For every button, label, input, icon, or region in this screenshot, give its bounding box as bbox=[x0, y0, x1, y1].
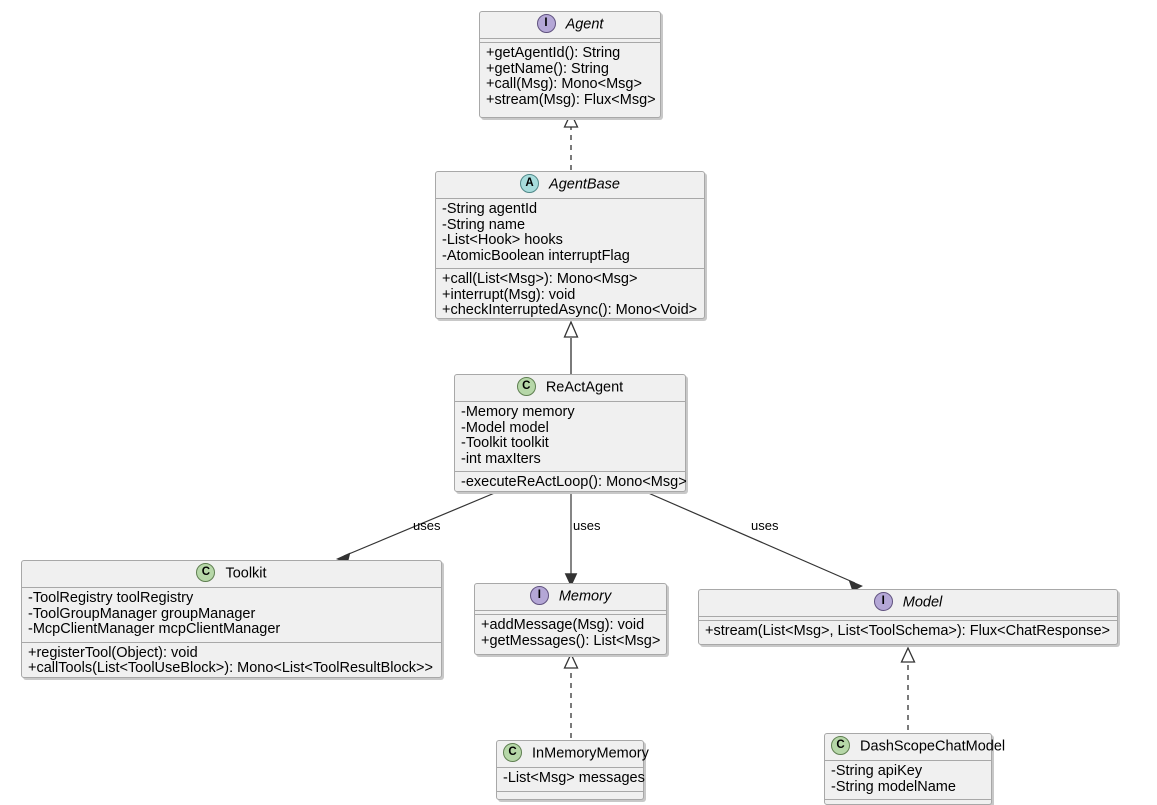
member-row: -String agentId bbox=[442, 201, 538, 217]
member-row: -executeReActLoop(): Mono<Msg> bbox=[461, 474, 687, 490]
class-box-toolkit[interactable]: C Toolkit -ToolRegistry toolRegistry -To… bbox=[21, 560, 442, 678]
class-name-model: Model bbox=[902, 594, 943, 611]
methods-compartment-model: +stream(List<Msg>, List<ToolSchema>): Fl… bbox=[699, 621, 1117, 644]
member-row: +getName(): String bbox=[486, 60, 609, 77]
member-row: +call(List<Msg>): Mono<Msg> bbox=[442, 271, 638, 287]
edge-label-uses-toolkit: uses bbox=[413, 518, 441, 533]
compartment-divider bbox=[699, 616, 1117, 617]
class-box-model[interactable]: I Model +stream(List<Msg>, List<ToolSche… bbox=[698, 589, 1118, 645]
member-row: +interrupt(Msg): void bbox=[442, 286, 576, 303]
member-row: -ToolRegistry toolRegistry bbox=[28, 590, 194, 606]
class-box-agent[interactable]: I Agent +getAgentId(): String +getName()… bbox=[479, 11, 661, 118]
class-box-dashscopechatmodel[interactable]: C DashScopeChatModel -String apiKey -Str… bbox=[824, 733, 1005, 805]
member-row: +getMessages(): List<Msg> bbox=[481, 632, 661, 649]
compartment-divider bbox=[480, 38, 660, 39]
fields-compartment-toolkit: -ToolRegistry toolRegistry -ToolGroupMan… bbox=[22, 588, 441, 642]
compartment-divider bbox=[475, 614, 666, 615]
class-header-toolkit: C Toolkit bbox=[22, 561, 441, 587]
connector-agentbase-implements-agent bbox=[563, 111, 579, 170]
member-row: -List<Hook> hooks bbox=[442, 232, 563, 248]
class-box-memory[interactable]: I Memory +addMessage(Msg): void +getMess… bbox=[474, 583, 667, 655]
edge-label-uses-memory: uses bbox=[573, 518, 601, 533]
methods-compartment-memory: +addMessage(Msg): void +getMessages(): L… bbox=[475, 615, 666, 653]
member-row: -Model model bbox=[461, 419, 549, 436]
fields-compartment-agentbase: -String agentId -String name -List<Hook>… bbox=[436, 199, 704, 268]
member-row: +checkInterruptedAsync(): Mono<Void> bbox=[442, 302, 698, 318]
member-row: -ToolGroupManager groupManager bbox=[28, 605, 256, 622]
compartment-divider bbox=[825, 760, 991, 761]
fields-compartment-inmemorymemory: -List<Msg> messages bbox=[497, 768, 645, 791]
methods-compartment-toolkit: +registerTool(Object): void +callTools(L… bbox=[22, 643, 441, 681]
compartment-divider bbox=[699, 620, 1117, 621]
member-row: -int maxIters bbox=[461, 450, 541, 467]
member-row: +callTools(List<ToolUseBlock>): Mono<Lis… bbox=[28, 660, 433, 676]
interface-stereotype-icon: I bbox=[873, 592, 893, 611]
class-header-inmemorymemory: C InMemoryMemory bbox=[497, 741, 649, 767]
connector-reactagent-uses-model bbox=[645, 491, 863, 592]
member-row: +getAgentId(): String bbox=[486, 45, 621, 61]
class-stereotype-icon: C bbox=[516, 377, 536, 396]
member-row: -Memory memory bbox=[461, 404, 575, 420]
member-row: -String apiKey bbox=[831, 763, 923, 779]
fields-compartment-dashscopechatmodel: -String apiKey -String modelName bbox=[825, 761, 991, 799]
compartment-divider bbox=[436, 268, 704, 269]
class-stereotype-icon: C bbox=[503, 743, 522, 762]
compartment-divider bbox=[497, 767, 643, 768]
class-box-reactagent[interactable]: C ReActAgent -Memory memory -Model model… bbox=[454, 374, 687, 495]
compartment-divider bbox=[22, 641, 441, 643]
class-header-memory: I Memory bbox=[475, 584, 666, 610]
connector-dashscopechatmodel-implements-model bbox=[900, 646, 916, 730]
class-header-agentbase: A AgentBase bbox=[436, 172, 704, 198]
compartment-divider bbox=[436, 198, 704, 199]
member-row: -String name bbox=[442, 216, 526, 233]
class-header-dashscopechatmodel: C DashScopeChatModel bbox=[825, 734, 1005, 760]
class-header-agent: I Agent bbox=[480, 12, 660, 38]
class-name-agent: Agent bbox=[565, 16, 604, 33]
connector-reactagent-extends-agentbase bbox=[563, 320, 579, 374]
member-row: +addMessage(Msg): void bbox=[481, 617, 645, 633]
member-row: +stream(Msg): Flux<Msg> bbox=[486, 91, 656, 108]
class-stereotype-icon: C bbox=[831, 736, 850, 755]
connector-reactagent-uses-memory bbox=[564, 492, 578, 587]
class-name-dashscopechatmodel: DashScopeChatModel bbox=[860, 738, 1006, 755]
fields-compartment-reactagent: -Memory memory -Model model -Toolkit too… bbox=[455, 402, 685, 471]
class-box-agentbase[interactable]: A AgentBase -String agentId -String name… bbox=[435, 171, 705, 319]
member-row: +registerTool(Object): void bbox=[28, 644, 198, 661]
compartment-divider bbox=[825, 799, 991, 800]
interface-stereotype-icon: I bbox=[529, 586, 549, 605]
methods-compartment-reactagent: -executeReActLoop(): Mono<Msg> bbox=[455, 472, 687, 495]
member-row: -Toolkit toolkit bbox=[461, 435, 549, 451]
compartment-divider bbox=[455, 471, 685, 472]
class-stereotype-icon: C bbox=[196, 563, 216, 582]
methods-compartment-agent: +getAgentId(): String +getName(): String… bbox=[480, 43, 660, 112]
edge-label-uses-model: uses bbox=[751, 518, 779, 533]
class-name-toolkit: Toolkit bbox=[225, 565, 267, 582]
compartment-divider bbox=[480, 42, 660, 43]
member-row: +stream(List<Msg>, List<ToolSchema>): Fl… bbox=[705, 623, 1110, 639]
abstract-stereotype-icon: A bbox=[520, 174, 539, 193]
connector-inmemorymemory-implements-memory bbox=[563, 652, 579, 738]
compartment-divider bbox=[455, 401, 685, 402]
class-name-reactagent: ReActAgent bbox=[545, 379, 624, 396]
class-header-reactagent: C ReActAgent bbox=[455, 375, 685, 401]
member-row: -AtomicBoolean interruptFlag bbox=[442, 247, 630, 264]
member-row: -List<Msg> messages bbox=[503, 770, 645, 786]
class-name-agentbase: AgentBase bbox=[549, 176, 620, 193]
compartment-divider bbox=[475, 610, 666, 611]
class-name-memory: Memory bbox=[558, 588, 612, 605]
member-row: -McpClientManager mcpClientManager bbox=[28, 621, 281, 637]
class-header-model: I Model bbox=[699, 590, 1117, 616]
class-name-inmemorymemory: InMemoryMemory bbox=[532, 745, 649, 762]
member-row: -String modelName bbox=[831, 778, 956, 795]
methods-compartment-agentbase: +call(List<Msg>): Mono<Msg> +interrupt(M… bbox=[436, 269, 704, 323]
interface-stereotype-icon: I bbox=[536, 14, 556, 33]
compartment-divider bbox=[497, 790, 643, 792]
member-row: +call(Msg): Mono<Msg> bbox=[486, 76, 642, 92]
compartment-divider bbox=[22, 587, 441, 588]
class-box-inmemorymemory[interactable]: C InMemoryMemory -List<Msg> messages bbox=[496, 740, 649, 800]
